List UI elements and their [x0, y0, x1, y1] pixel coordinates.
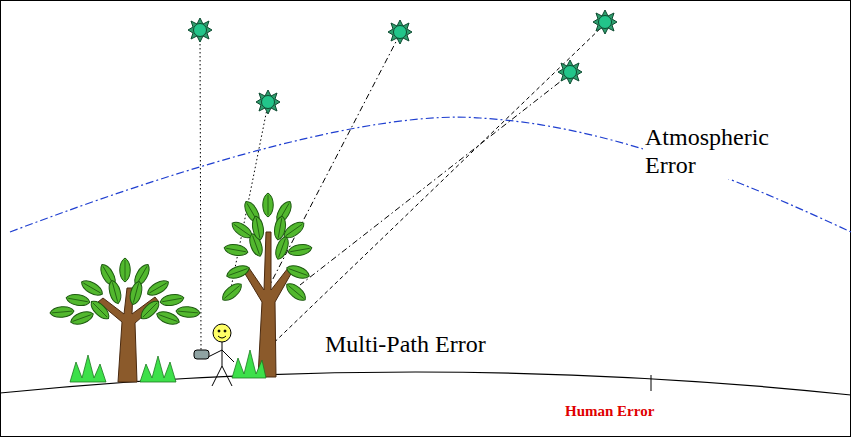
- person: [194, 324, 234, 386]
- error-label: Atmospheric Error: [643, 124, 797, 179]
- tree: [50, 258, 201, 382]
- satellites: [188, 10, 617, 114]
- atmosphere-line: [10, 117, 851, 232]
- error-label: Human Error: [563, 403, 656, 420]
- tick-mark: [651, 375, 652, 391]
- signal-lines: [200, 24, 605, 358]
- error-label: Multi-Path Error: [323, 331, 488, 359]
- tree: [219, 193, 312, 378]
